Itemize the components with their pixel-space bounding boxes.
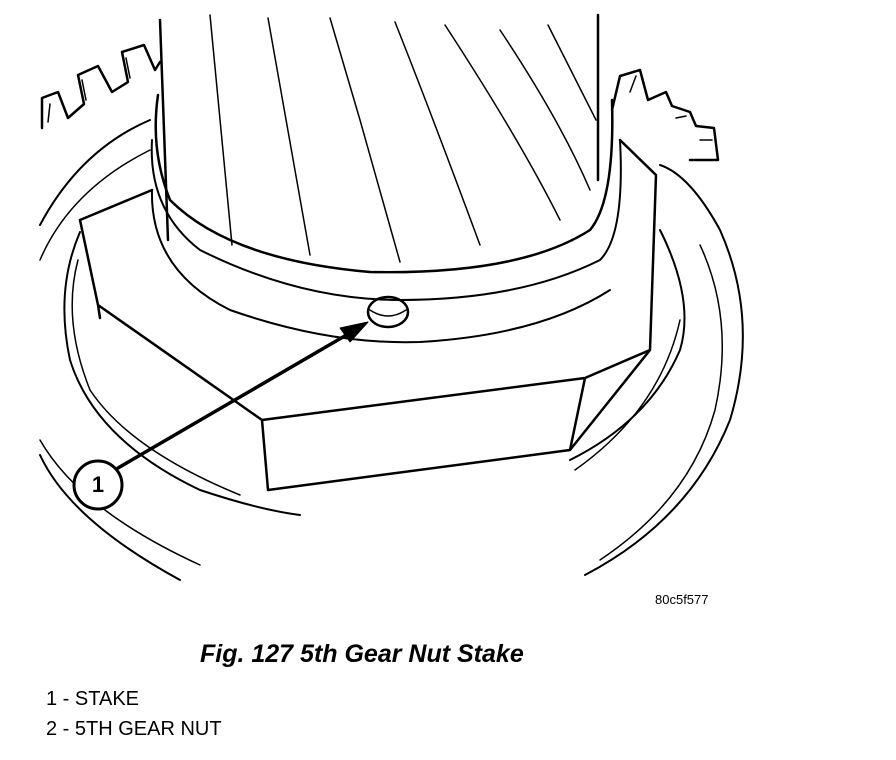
legend-item-number: 2 [46, 714, 75, 744]
legend-item-label: STAKE [74, 688, 139, 710]
leader-line [116, 328, 357, 470]
shaft-splines [209, 14, 597, 263]
collar-rim [150, 139, 622, 301]
nut-hex-outline [78, 138, 658, 492]
legend-item-number: 1 [46, 684, 75, 714]
figure-caption: Fig. 127 5th Gear Nut Stake [200, 640, 524, 668]
gear-teeth-left-inner [47, 57, 131, 123]
gear-teeth-right-inner [629, 75, 713, 141]
legend-item: 1 STAKE [46, 684, 222, 714]
legend-item: 2 5TH GEAR NUT [46, 714, 222, 744]
stake-hole-depth [369, 309, 407, 317]
collar-base [150, 189, 611, 344]
callout-circle [72, 459, 124, 511]
legend-item-label: 5TH GEAR NUT [74, 718, 222, 740]
gear-teeth-left [40, 43, 162, 130]
collar-top-ellipse [154, 93, 614, 274]
housing-ring-outer [39, 119, 744, 581]
nut-flange-inner [71, 259, 681, 496]
housing-ring-inner [39, 149, 724, 566]
leader-arrowhead [339, 321, 369, 343]
stake-hole [366, 295, 410, 329]
callout-number-1: 1 [91, 472, 105, 497]
nut-flange [63, 229, 686, 516]
legend-list: 1 STAKE 2 5TH GEAR NUT [46, 684, 222, 744]
gear-nut-stake-illustration [39, 13, 744, 581]
shaft-outline [158, 13, 600, 242]
gear-teeth-right [610, 68, 720, 162]
figure-code: 80c5f577 [655, 592, 709, 607]
